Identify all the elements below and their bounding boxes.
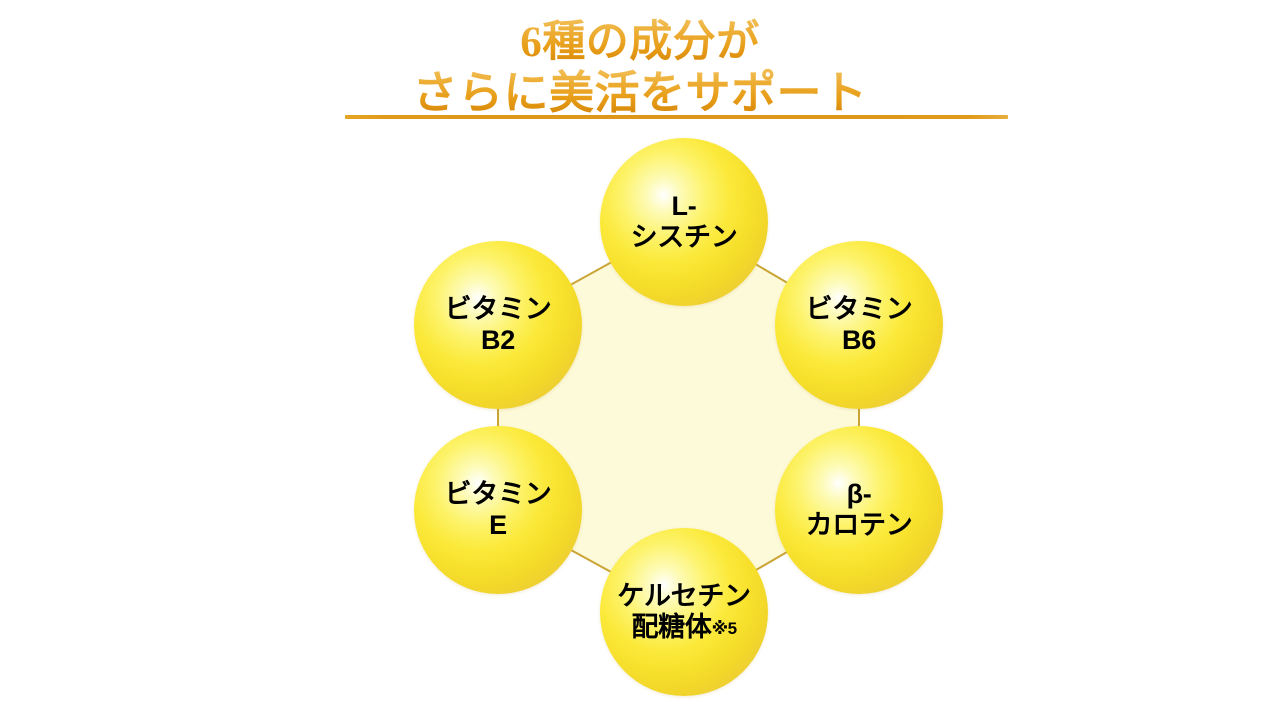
ingredient-node-vitamin-e[interactable]: ビタミン E [414, 426, 582, 594]
ingredient-label-line1: L- [671, 190, 697, 221]
ingredient-label-line1: β- [846, 478, 872, 509]
ingredient-node-vitamin-b6[interactable]: ビタミン B6 [775, 241, 943, 409]
ingredient-node-quercetin-glycoside[interactable]: ケルセチン 配糖体※5 [600, 528, 768, 696]
ingredient-label-line2: B6 [842, 324, 876, 355]
title-line-1: 6種の成分が [0, 18, 1280, 68]
ingredient-label-line2: シスチン [630, 221, 738, 252]
ingredient-node-vitamin-b2[interactable]: ビタミン B2 [414, 241, 582, 409]
ingredient-label-line1: ビタミン [444, 293, 552, 324]
ingredient-label-line1: ケルセチン [617, 580, 751, 611]
ingredient-label: ビタミン E [441, 479, 556, 542]
ingredient-label-line1: ビタミン [444, 478, 552, 509]
ingredient-label-line2: E [489, 509, 507, 540]
ingredient-note: ※5 [711, 618, 737, 638]
ingredient-node-l-cystine[interactable]: L- シスチン [600, 138, 768, 306]
title-underline-rule [345, 115, 1008, 119]
ingredient-label: L- シスチン [627, 191, 742, 254]
ingredient-label: ビタミン B6 [802, 294, 917, 357]
hexagon-center-fill [498, 222, 859, 612]
ingredients-hexagon-diagram: L- シスチン ビタミン B6 β- カロテン ケルセチン 配糖体※5 [398, 138, 970, 698]
page-title: 6種の成分が さらに美活をサポート [0, 18, 1280, 118]
ingredient-label-line1: ビタミン [805, 293, 913, 324]
ingredient-label: ビタミン B2 [441, 294, 556, 357]
ingredient-node-beta-carotene[interactable]: β- カロテン [775, 426, 943, 594]
ingredient-label-line2: B2 [481, 324, 515, 355]
ingredient-label: ケルセチン 配糖体※5 [613, 581, 755, 644]
title-line-2: さらに美活をサポート [0, 68, 1280, 118]
ingredient-label: β- カロテン [802, 479, 917, 542]
ingredient-label-line2: 配糖体※5 [631, 611, 737, 642]
ingredient-label-line2: カロテン [805, 509, 913, 540]
